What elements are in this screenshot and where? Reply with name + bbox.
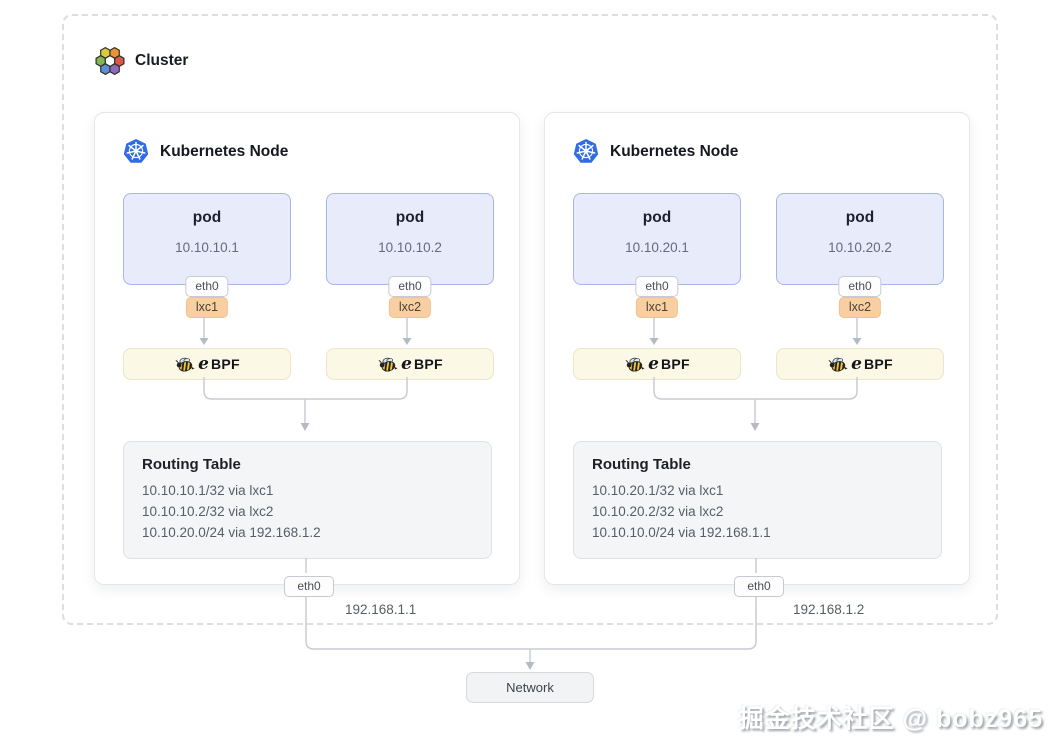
kubernetes-icon	[123, 139, 149, 163]
routing-entry: 10.10.20.0/24 via 192.168.1.2	[142, 525, 321, 540]
lxc-chip: lxc1	[635, 297, 679, 318]
network-label: Network	[506, 680, 554, 695]
node-title: Kubernetes Node	[610, 142, 739, 160]
node-header: Kubernetes Node	[573, 139, 738, 164]
ebpf-label-e: e	[198, 353, 209, 374]
network-box: Network	[466, 672, 594, 703]
pod-eth-chip: eth0	[635, 276, 679, 297]
routing-entries: 10.10.20.1/32 via lxc1 10.10.20.2/32 via…	[592, 480, 941, 543]
hexagon-cluster-icon	[95, 47, 125, 75]
routing-entry: 10.10.20.2/32 via lxc2	[592, 504, 724, 519]
pod-column: pod 10.10.20.1 eth0 lxc1	[573, 193, 741, 380]
cluster-title: Cluster	[135, 52, 189, 69]
ebpf-label-bpf: BPF	[413, 356, 443, 372]
cluster-header: Cluster	[95, 46, 188, 76]
pod-column: pod 10.10.10.2 eth0 lxc2	[326, 193, 494, 380]
node-eth-chip: eth0	[734, 576, 784, 597]
node-ip-label: 192.168.1.1	[345, 602, 417, 617]
pod-box: pod 10.10.10.2 eth0	[326, 193, 494, 297]
routing-table: Routing Table 10.10.10.1/32 via lxc1 10.…	[123, 441, 492, 559]
pod-column: pod 10.10.20.2 eth0 lxc2	[776, 193, 944, 380]
pod-title: pod	[395, 209, 425, 226]
ebpf-label-e: e	[401, 353, 412, 374]
pod-eth-chip: eth0	[838, 276, 882, 297]
routing-entry: 10.10.10.0/24 via 192.168.1.1	[592, 525, 771, 540]
ebpf-label-e: e	[648, 353, 659, 374]
lxc-chip: lxc2	[838, 297, 882, 318]
routing-table-title: Routing Table	[592, 456, 691, 473]
cluster-box: Cluster	[62, 14, 998, 625]
pod-box: pod 10.10.20.2 eth0	[776, 193, 944, 297]
bee-icon	[378, 357, 398, 372]
ebpf-label-bpf: BPF	[660, 356, 690, 372]
ebpf-label-bpf: BPF	[210, 356, 240, 372]
ebpf-label-e: e	[851, 353, 862, 374]
pod-column: pod 10.10.10.1 eth0 lxc1	[123, 193, 291, 380]
routing-table-title: Routing Table	[142, 456, 241, 473]
pod-title: pod	[192, 209, 222, 226]
routing-entries: 10.10.10.1/32 via lxc1 10.10.10.2/32 via…	[142, 480, 491, 543]
pod-ip: 10.10.20.1	[625, 240, 689, 255]
routing-entry: 10.10.10.2/32 via lxc2	[142, 504, 274, 519]
node-eth-chip: eth0	[284, 576, 334, 597]
kubernetes-node: Kubernetes Node pod 10.10.10.1 eth0 lxc1	[94, 112, 520, 597]
watermark-text: 掘金技术社区 @ bobz965	[738, 705, 1043, 733]
lxc-chip: lxc2	[388, 297, 432, 318]
kubernetes-node: Kubernetes Node pod 10.10.20.1 eth0 lxc1	[544, 112, 970, 597]
pod-eth-chip: eth0	[388, 276, 432, 297]
kubernetes-icon	[573, 139, 599, 163]
pod-box: pod 10.10.20.1 eth0	[573, 193, 741, 297]
lxc-chip: lxc1	[185, 297, 229, 318]
ebpf-label-bpf: BPF	[863, 356, 893, 372]
pod-ip: 10.10.10.2	[378, 240, 442, 255]
pod-ip: 10.10.20.2	[828, 240, 892, 255]
node-title: Kubernetes Node	[160, 142, 289, 160]
pod-box: pod 10.10.10.1 eth0	[123, 193, 291, 297]
routing-entry: 10.10.10.1/32 via lxc1	[142, 483, 274, 498]
node-ip-label: 192.168.1.2	[793, 602, 865, 617]
pod-ip: 10.10.10.1	[175, 240, 239, 255]
bee-icon	[625, 357, 645, 372]
pod-title: pod	[642, 209, 672, 226]
node-header: Kubernetes Node	[123, 139, 288, 164]
bee-icon	[828, 357, 848, 372]
bee-icon	[175, 357, 195, 372]
pod-title: pod	[845, 209, 875, 226]
routing-entry: 10.10.20.1/32 via lxc1	[592, 483, 724, 498]
pod-eth-chip: eth0	[185, 276, 229, 297]
routing-table: Routing Table 10.10.20.1/32 via lxc1 10.…	[573, 441, 942, 559]
